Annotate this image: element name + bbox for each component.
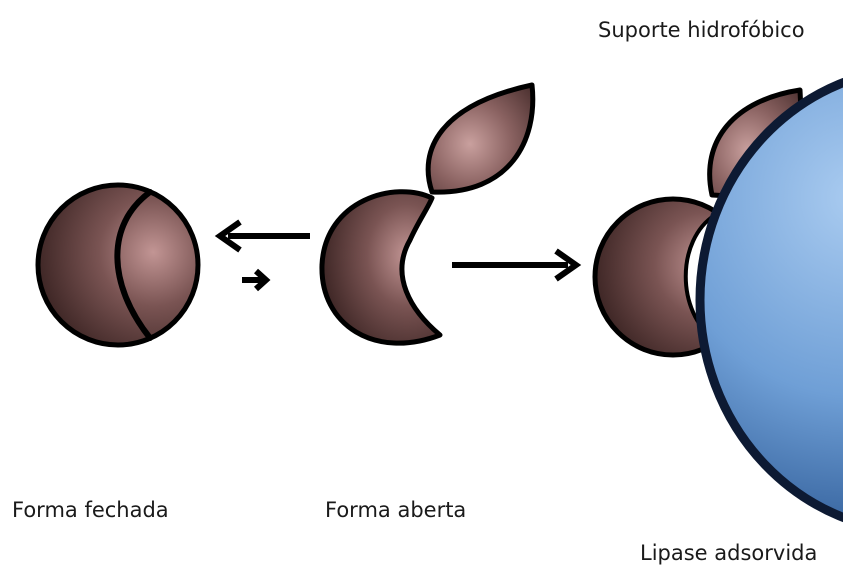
arrow-to-closed xyxy=(220,222,310,250)
open-form-lipase xyxy=(322,85,533,343)
open-form-label: Forma aberta xyxy=(325,500,466,521)
adsorbed-lipase-label: Lipase adsorvida xyxy=(640,543,817,564)
closed-form-lipase xyxy=(38,185,198,345)
arrow-to-open-small xyxy=(242,271,266,289)
closed-form-label: Forma fechada xyxy=(12,500,169,521)
arrow-to-adsorbed xyxy=(452,251,576,279)
support-label: Suporte hidrofóbico xyxy=(598,20,805,41)
